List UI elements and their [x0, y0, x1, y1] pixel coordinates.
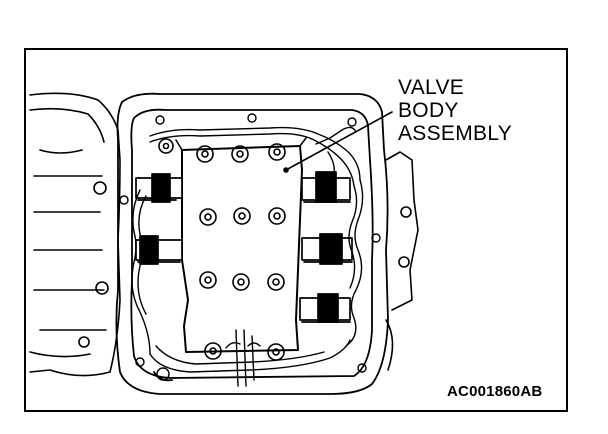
callout-line: ASSEMBLY: [398, 122, 513, 145]
callout-line: VALVE: [398, 76, 465, 99]
bolt: [199, 271, 217, 289]
flange-bolts: [119, 113, 381, 373]
bolt: [158, 138, 174, 154]
valve-body-callout: VALVE BODY ASSEMBLY: [398, 76, 512, 145]
wiring-harness: [131, 126, 364, 387]
solenoid-connector: [299, 293, 351, 323]
solenoid-connector: [135, 235, 183, 265]
figure-id: AC001860AB: [447, 383, 543, 400]
bolt: [268, 143, 286, 161]
callout-leader: [283, 111, 393, 173]
bolt: [267, 273, 285, 291]
bolt: [231, 145, 249, 163]
oil-pan-flange: [115, 92, 389, 395]
callout-line: BODY: [398, 99, 459, 122]
solenoid-connector: [301, 171, 351, 203]
solenoid-connector: [301, 233, 353, 265]
transmission-case-left: [29, 92, 121, 377]
case-bracket-right: [385, 151, 419, 371]
bolt: [199, 208, 217, 226]
bolt: [267, 343, 285, 361]
solenoid-connector: [135, 173, 183, 203]
bolt: [232, 273, 250, 291]
solenoid-connectors-right: [299, 171, 353, 323]
bolt: [268, 207, 286, 225]
bolt: [204, 342, 222, 360]
bolt: [233, 207, 251, 225]
valve-body-plate: [175, 137, 307, 353]
bolt: [196, 145, 214, 163]
solenoid-connectors-left: [135, 173, 183, 265]
valve-body-bolts: [158, 138, 286, 361]
